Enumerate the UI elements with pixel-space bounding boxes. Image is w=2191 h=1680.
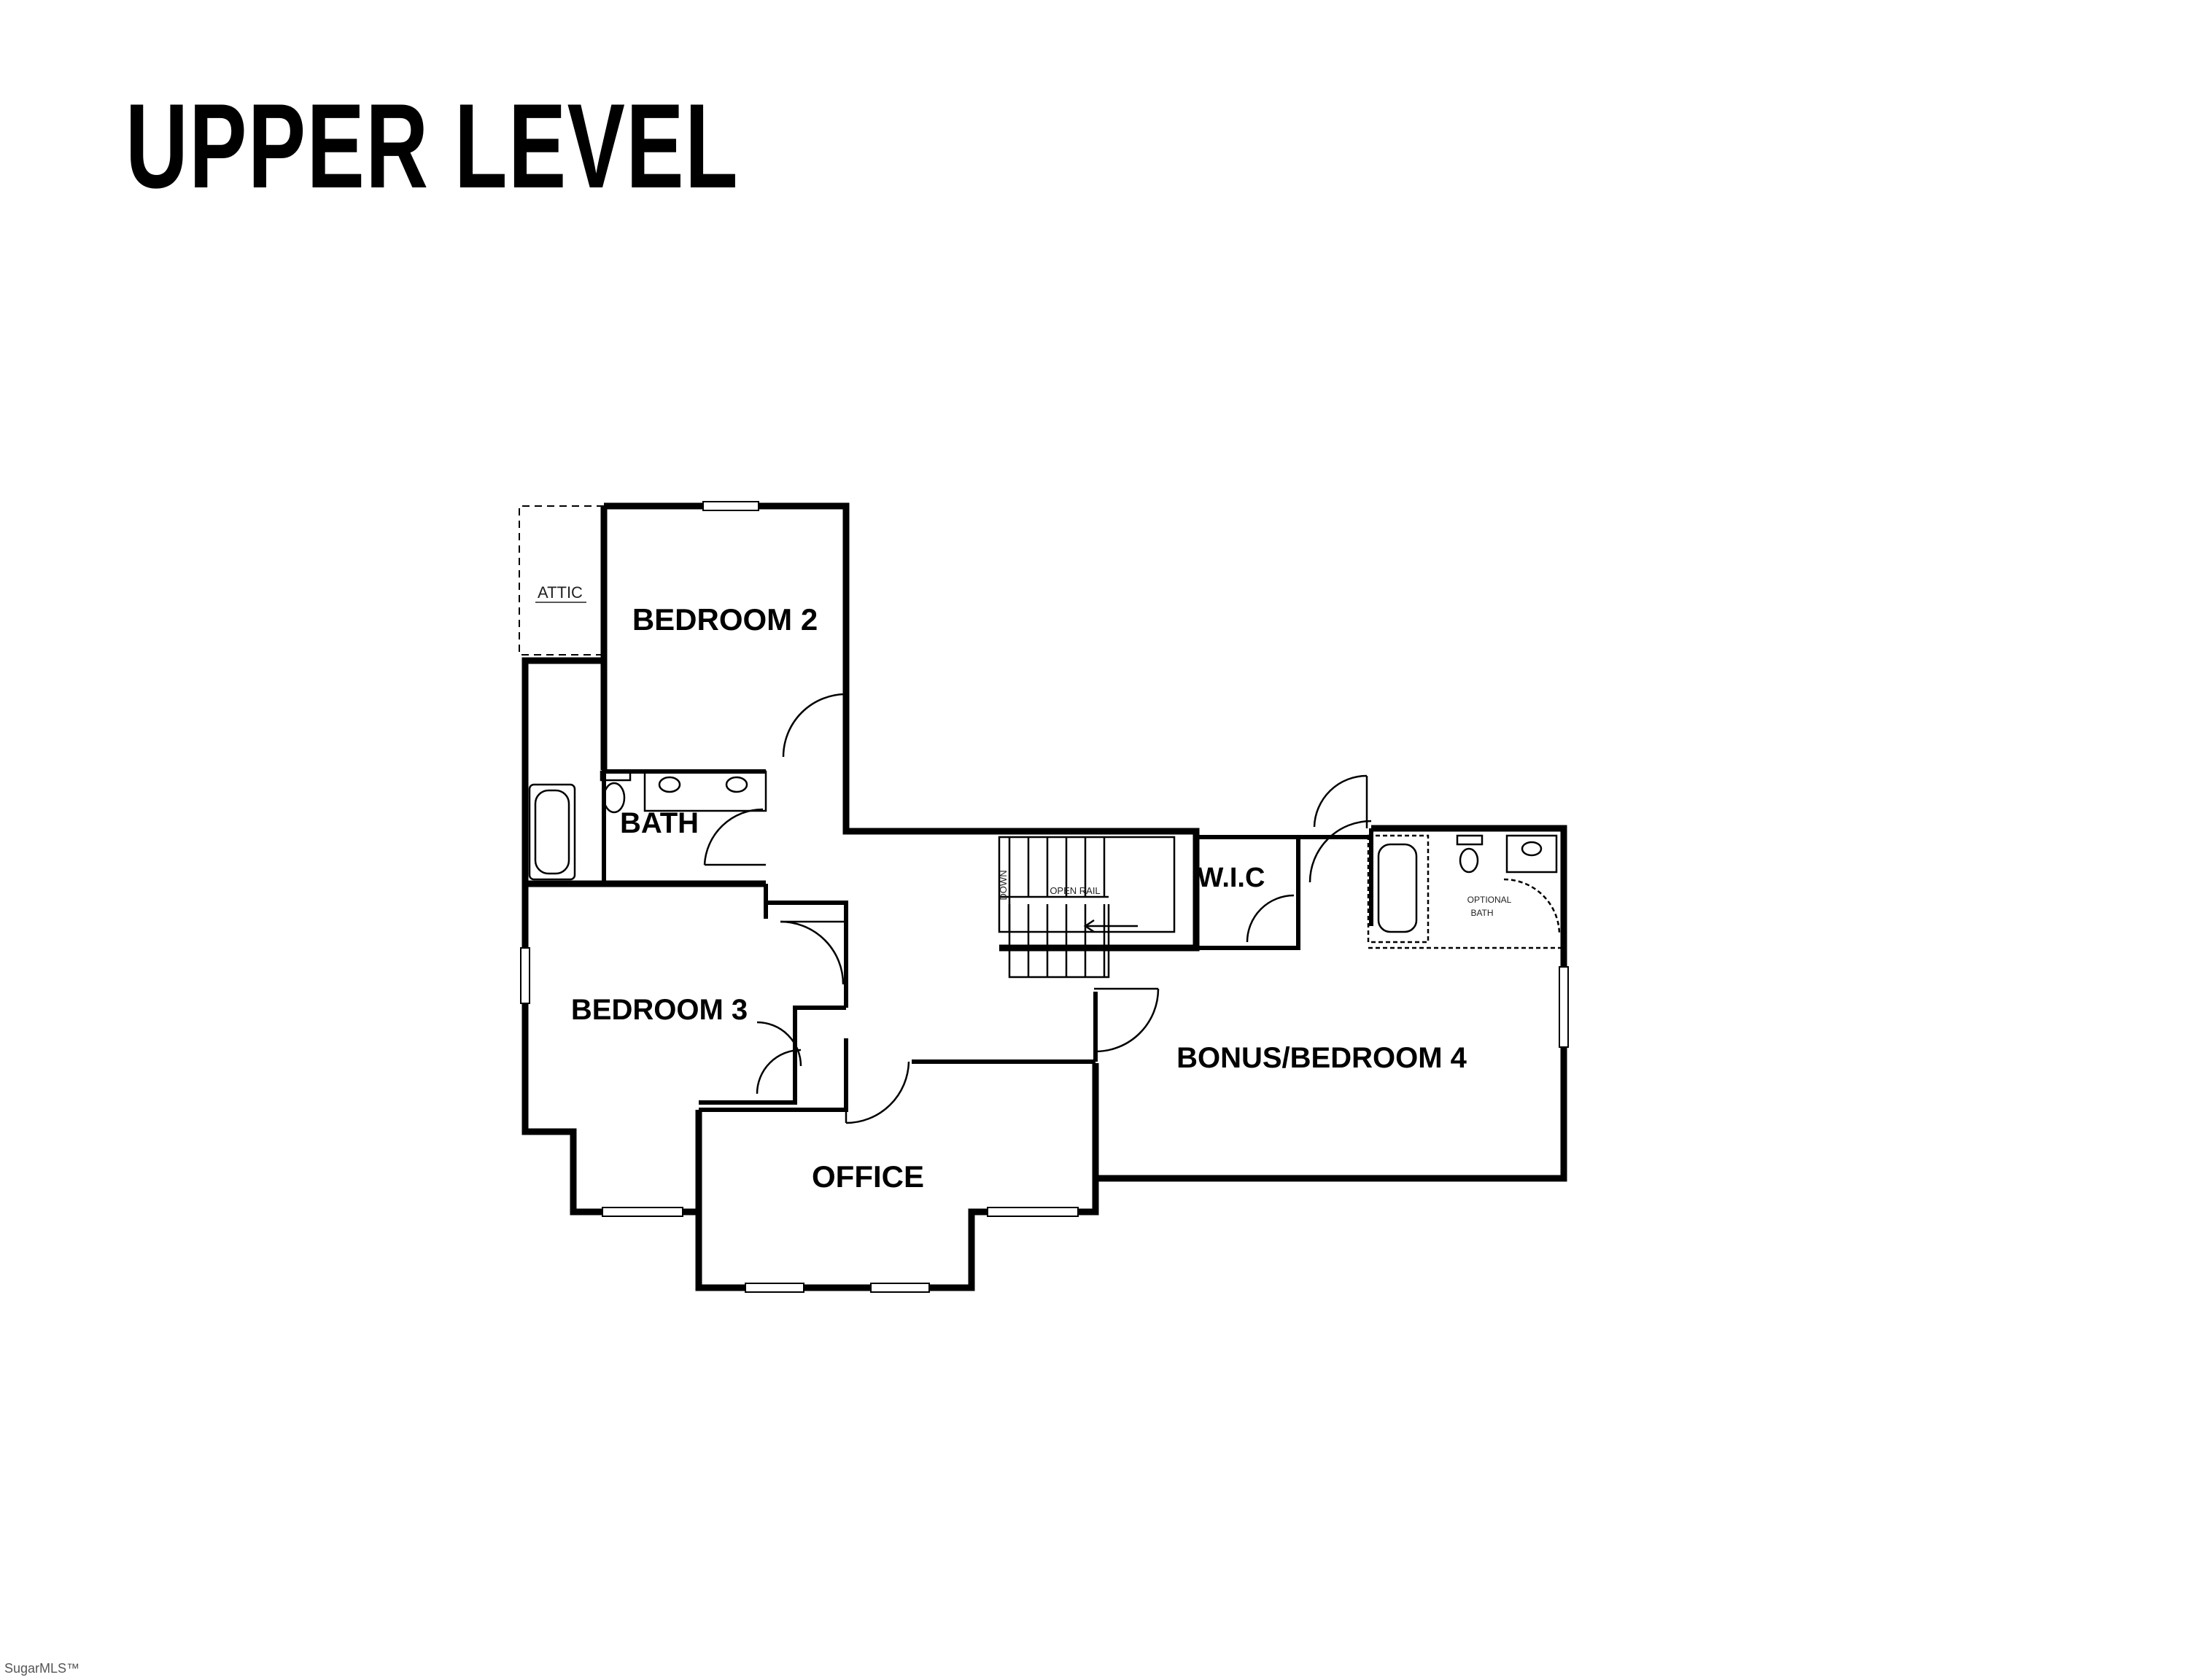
room-label-bedroom-2: BEDROOM 2 xyxy=(632,602,818,637)
room-label-wic: W.I.C xyxy=(1198,863,1265,893)
windows xyxy=(520,501,1569,1293)
door-swings xyxy=(703,693,1561,1124)
stairs xyxy=(998,836,1176,979)
optional-bath-label-2: BATH xyxy=(1470,908,1493,918)
watermark: SugarMLS™ xyxy=(4,1661,80,1676)
optional-bath-label-1: OPTIONAL xyxy=(1467,895,1512,905)
room-label-office: OFFICE xyxy=(812,1159,924,1194)
bath-fixtures xyxy=(528,770,1564,949)
attic-outline xyxy=(519,505,604,656)
open-rail-label: OPEN RAIL xyxy=(1050,885,1100,896)
room-label-bedroom-3: BEDROOM 3 xyxy=(571,994,748,1026)
room-label-bath: BATH xyxy=(620,807,699,839)
attic-label: ATTIC xyxy=(538,583,583,602)
stairs-down-label: DOWN xyxy=(998,870,1009,900)
room-label-bonus: BONUS/BEDROOM 4 xyxy=(1176,1042,1467,1074)
page-title: UPPER LEVEL xyxy=(125,79,740,213)
